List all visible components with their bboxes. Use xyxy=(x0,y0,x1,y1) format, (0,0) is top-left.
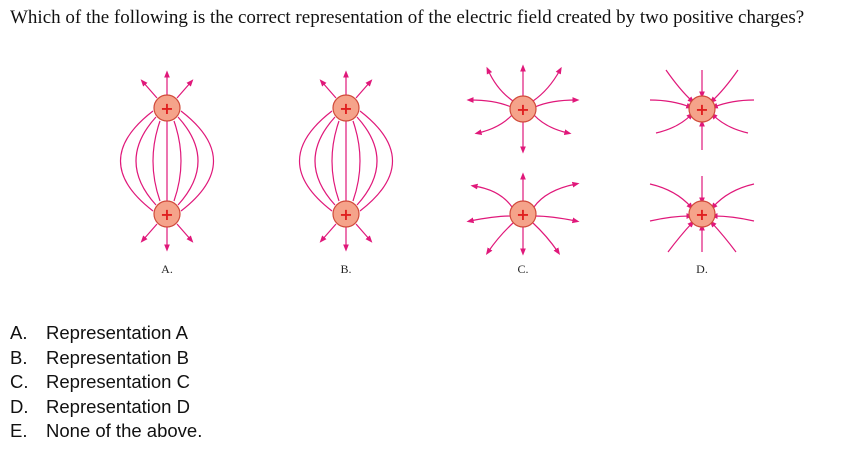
option-d[interactable]: D. Representation D xyxy=(10,395,202,420)
panel-c-line xyxy=(466,97,512,108)
panel-a-line xyxy=(152,120,161,202)
panel-b-line xyxy=(331,120,340,202)
option-c[interactable]: C. Representation C xyxy=(10,370,202,395)
panel-b-line xyxy=(355,79,373,99)
panel-a-line xyxy=(176,223,194,243)
panel-label-c: C. xyxy=(517,262,528,276)
panel-b-line xyxy=(359,110,394,212)
panel-d-line xyxy=(709,220,737,253)
panel-c-diagram xyxy=(466,64,580,256)
option-text: Representation B xyxy=(46,346,189,368)
panel-d-line xyxy=(667,220,695,253)
option-b[interactable]: B. Representation B xyxy=(10,346,202,371)
panel-b-line xyxy=(352,120,361,202)
svg-text:+: + xyxy=(339,99,352,118)
panel-a-diagram xyxy=(119,70,215,252)
panel-label-a: A. xyxy=(161,262,173,276)
positive-charge: + xyxy=(332,200,360,228)
field-diagrams: + + + + + + + + A. B. xyxy=(119,64,755,276)
option-letter: C. xyxy=(10,371,29,393)
positive-charge: + xyxy=(688,200,716,228)
option-letter: D. xyxy=(10,395,29,417)
panel-b-diagram xyxy=(298,70,394,252)
panel-c-line xyxy=(532,66,562,102)
panel-d-line xyxy=(665,69,695,104)
panel-a-line xyxy=(140,223,158,243)
option-letter: E. xyxy=(10,420,28,442)
panel-d-line xyxy=(649,213,694,222)
panel-label-b: B. xyxy=(340,262,351,276)
positive-charge: + xyxy=(688,95,716,123)
panel-d-line xyxy=(649,99,694,109)
panel-label-d: D. xyxy=(696,262,708,276)
answer-options: A. Representation A B. Representation B C.… xyxy=(10,321,202,444)
svg-text:+: + xyxy=(160,99,173,118)
panel-c-line xyxy=(533,114,572,136)
option-letter: B. xyxy=(10,346,28,368)
panel-d-line xyxy=(710,112,749,134)
panel-c-line xyxy=(466,215,512,224)
panel-d-diagram xyxy=(649,69,755,253)
panel-b-line xyxy=(298,110,333,212)
svg-text:+: + xyxy=(160,205,173,224)
panel-c-line xyxy=(486,66,514,102)
option-text: None of the above. xyxy=(46,420,203,442)
option-e[interactable]: E. None of the above. xyxy=(10,419,202,444)
panel-a-line xyxy=(180,110,215,212)
svg-text:+: + xyxy=(339,205,352,224)
panel-b-line xyxy=(356,116,378,206)
option-a[interactable]: A. Representation A xyxy=(10,321,202,346)
panel-a-line xyxy=(140,79,158,99)
panel-c-line xyxy=(534,97,580,108)
panel-b-line xyxy=(314,116,336,206)
panel-d-line xyxy=(710,213,755,222)
panel-a-line xyxy=(119,110,154,212)
panel-d-line xyxy=(655,112,694,134)
option-text: Representation D xyxy=(46,395,190,417)
panel-a-line xyxy=(173,120,182,202)
panel-a-line xyxy=(135,116,157,206)
charges: + + + + + + + + xyxy=(153,94,716,228)
positive-charge: + xyxy=(509,200,537,228)
panel-c-line xyxy=(474,114,513,136)
panel-d-line xyxy=(710,99,755,109)
positive-charge: + xyxy=(153,94,181,122)
positive-charge: + xyxy=(509,95,537,123)
positive-charge: + xyxy=(332,94,360,122)
panel-d-line xyxy=(649,183,694,210)
svg-text:+: + xyxy=(695,205,708,224)
svg-text:+: + xyxy=(516,205,529,224)
panel-c-line xyxy=(534,215,580,224)
panel-c-line xyxy=(470,183,513,208)
svg-text:+: + xyxy=(695,100,708,119)
panel-b-line xyxy=(319,79,337,99)
option-text: Representation A xyxy=(46,322,188,343)
panel-c-line xyxy=(533,181,580,208)
panel-a-line xyxy=(177,116,199,206)
positive-charge: + xyxy=(153,200,181,228)
panel-c-line xyxy=(485,222,514,255)
panel-b-line xyxy=(355,223,373,243)
panel-a-line xyxy=(176,79,194,99)
svg-text:+: + xyxy=(516,100,529,119)
panel-b-line xyxy=(319,223,337,243)
panel-c-line xyxy=(532,222,561,255)
panel-d-line xyxy=(709,69,739,104)
option-text: Representation C xyxy=(46,371,190,393)
question-text: Which of the following is the correct re… xyxy=(10,7,805,28)
option-letter: A. xyxy=(10,322,28,343)
panel-d-line xyxy=(710,183,755,210)
